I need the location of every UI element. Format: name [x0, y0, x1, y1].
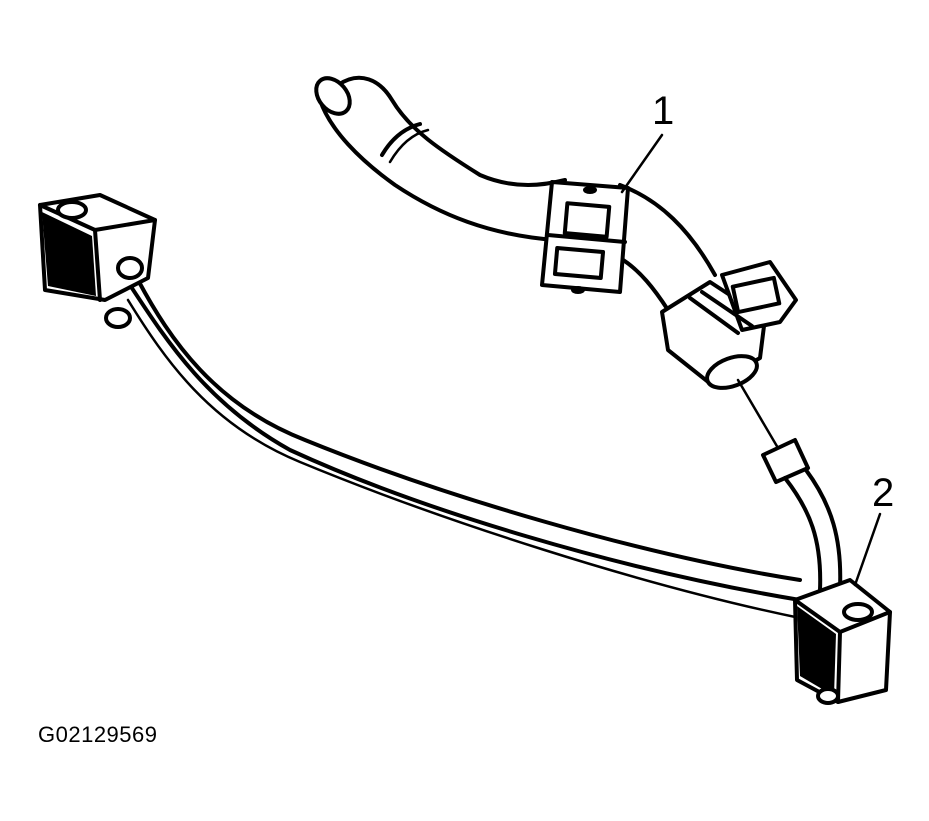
- alignment-line: [736, 378, 780, 450]
- right-mounting-block: [793, 578, 892, 705]
- left-mounting-block: [38, 193, 157, 329]
- lower-tube: [118, 268, 843, 620]
- callout-label-1: 1: [652, 89, 674, 133]
- quick-connector: [660, 260, 798, 390]
- callout-1: 1: [620, 89, 674, 194]
- callout-2: 2: [853, 471, 894, 587]
- figure-id: G02129569: [38, 722, 158, 747]
- hose-clamp: [540, 180, 630, 294]
- upper-hose: [314, 75, 717, 312]
- callout-label-2: 2: [872, 471, 894, 515]
